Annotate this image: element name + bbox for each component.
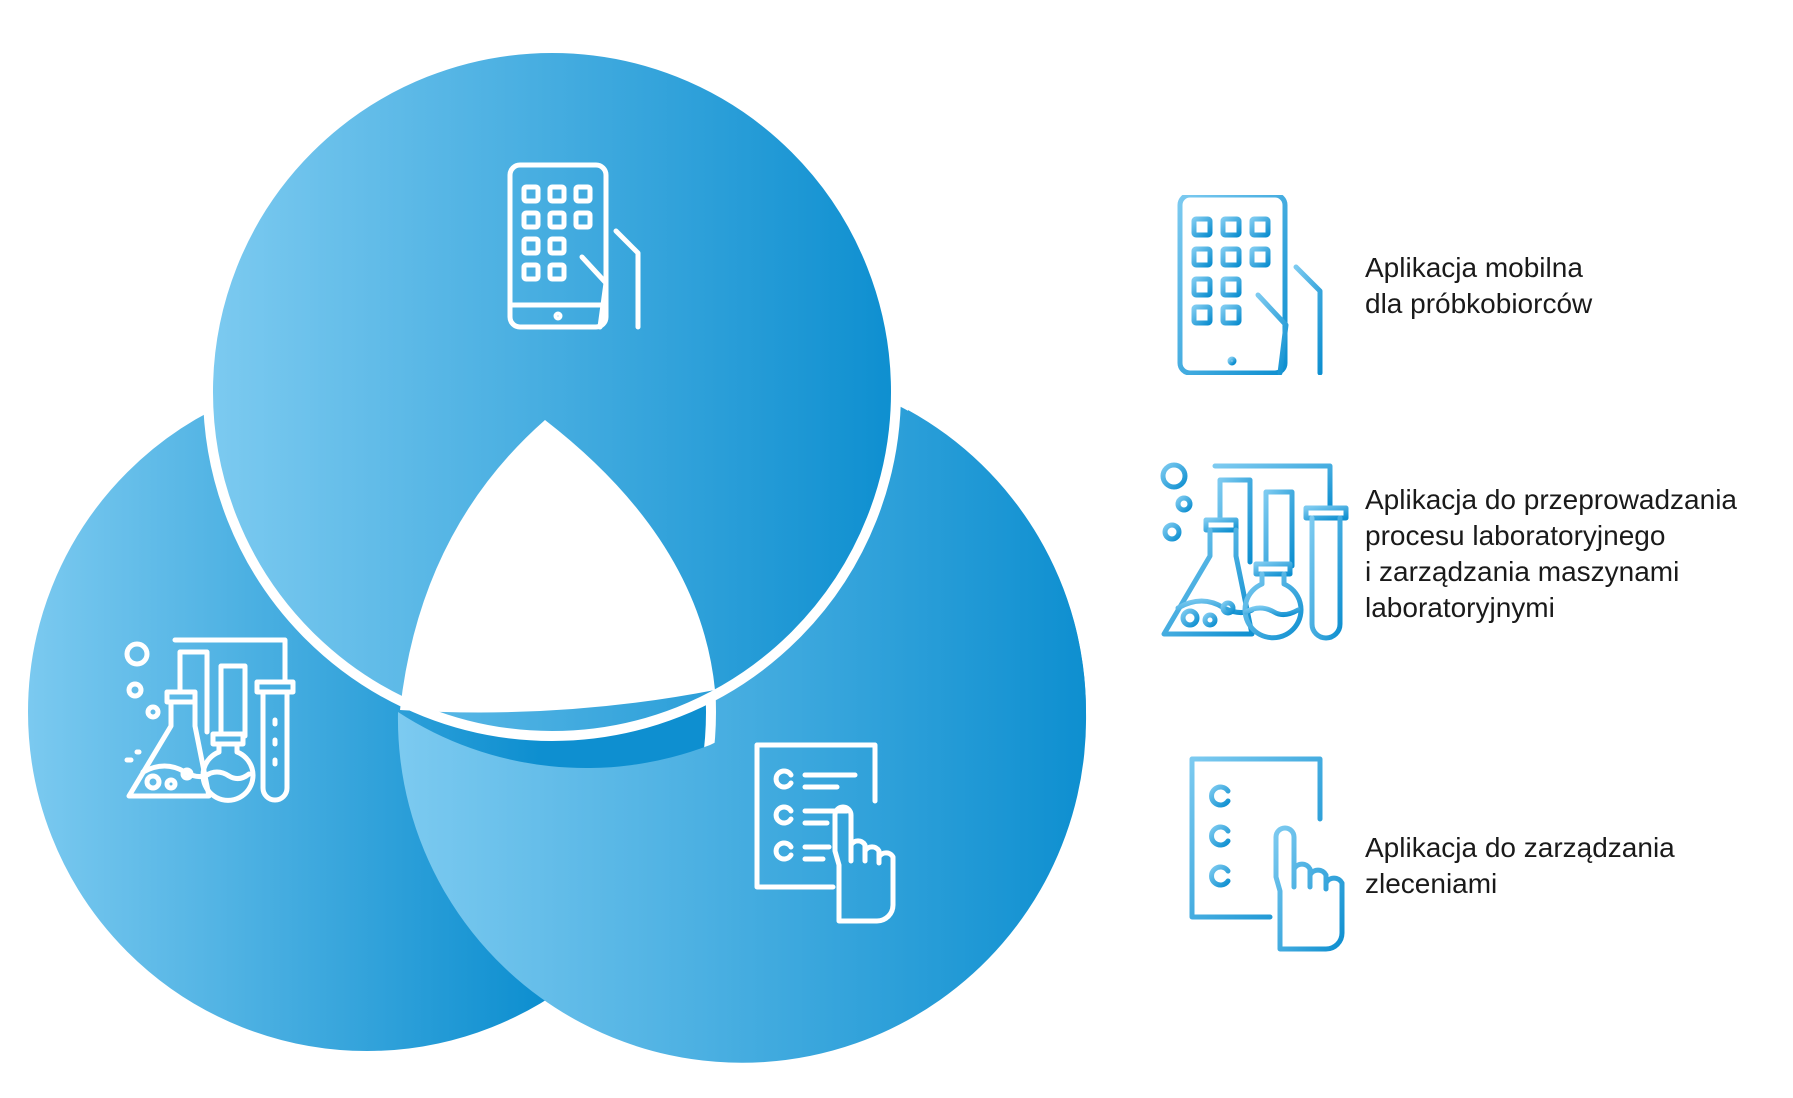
legend-text-line: dla próbkobiorców <box>1365 288 1593 319</box>
tablet-touch-icon <box>507 162 641 330</box>
legend-text-line: laboratoryjnymi <box>1365 592 1555 623</box>
legend-text-line: Aplikacja mobilna <box>1365 252 1583 283</box>
checklist-touch-icon <box>754 742 896 924</box>
checklist-touch-icon <box>1189 756 1345 952</box>
circle-mobile <box>203 43 901 741</box>
lab-equipment-icon <box>1159 462 1349 641</box>
legend-text-line: Aplikacja do przeprowadzania <box>1365 484 1737 515</box>
circle-orders-overlap <box>397 410 1087 1063</box>
center-gap <box>400 420 715 713</box>
legend-text-line: Aplikacja do zarządzania <box>1365 832 1675 863</box>
legend-text-line: procesu laboratoryjnego <box>1365 520 1666 551</box>
legend-text-line: zleceniami <box>1365 868 1498 899</box>
tablet-touch-icon <box>1177 195 1323 375</box>
legend-text-line: i zarządzania maszynami <box>1365 556 1680 587</box>
lab-equipment-icon <box>124 637 296 803</box>
